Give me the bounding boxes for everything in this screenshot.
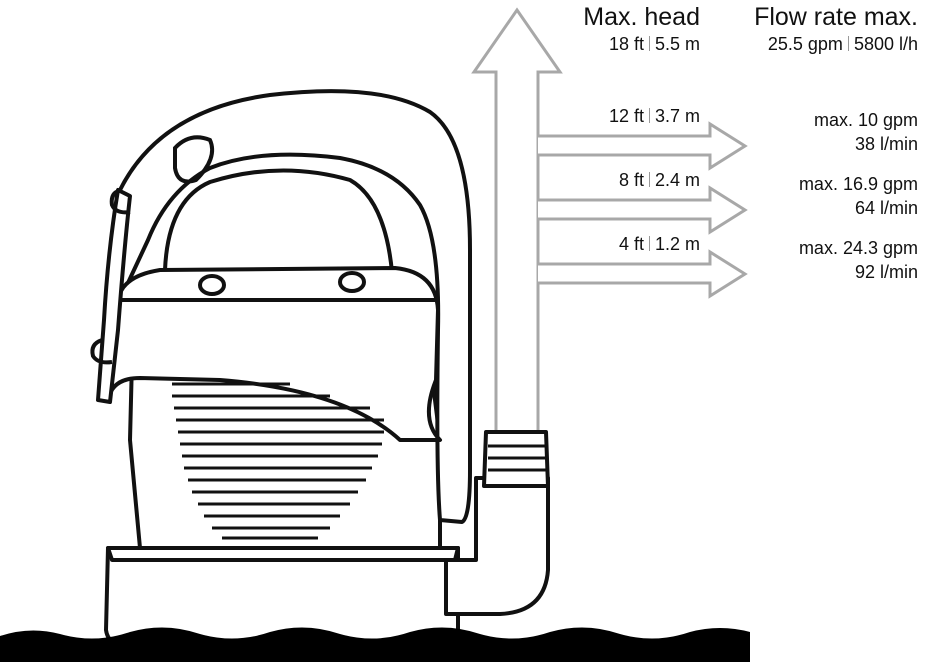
head-m: 2.4 m <box>654 170 700 190</box>
head-label-12ft: 12 ft 3.7 m <box>609 106 700 126</box>
head-m: 3.7 m <box>654 106 700 126</box>
separator <box>648 236 650 251</box>
flow-rate-title: Flow rate max. <box>754 3 918 31</box>
max-head-title: Max. head <box>583 3 700 31</box>
head-m: 1.2 m <box>654 234 700 254</box>
separator <box>648 36 650 51</box>
motor-cap <box>163 168 394 274</box>
head-label-4ft: 4 ft 1.2 m <box>619 234 700 254</box>
top-cover <box>106 266 442 442</box>
flow-lmin-12ft: 38 l/min <box>854 134 918 154</box>
max-head-value: 18 ft 5.5 m <box>609 34 700 54</box>
flow-rate-lh: 5800 l/h <box>853 34 918 54</box>
flow-gpm-4ft: max. 24.3 gpm <box>798 238 918 258</box>
flow-rate-value: 25.5 gpm 5800 l/h <box>768 34 918 54</box>
separator <box>648 172 650 187</box>
hook-upper <box>109 188 131 215</box>
flow-lmin-8ft: 64 l/min <box>854 198 918 218</box>
separator <box>847 36 849 51</box>
hook-lower <box>90 338 113 365</box>
handle-clip <box>96 188 132 404</box>
head-label-8ft: 8 ft 2.4 m <box>619 170 700 190</box>
head-ft: 8 ft <box>618 170 644 190</box>
body-vents <box>172 382 384 540</box>
cover-screw-right <box>338 271 366 293</box>
max-head-arrow <box>471 7 563 430</box>
cover-screw-left <box>198 274 226 296</box>
ground-wave <box>0 627 750 662</box>
pump-handle <box>118 89 472 524</box>
max-head-m: 5.5 m <box>654 34 700 54</box>
head-ft: 4 ft <box>618 234 644 254</box>
outlet-elbow <box>444 476 550 616</box>
max-head-ft: 18 ft <box>608 34 644 54</box>
flow-arrow-8ft <box>538 185 748 235</box>
flow-gpm-12ft: max. 10 gpm <box>813 110 918 130</box>
flow-arrow-4ft <box>538 249 748 299</box>
handle-grip-hole <box>173 135 215 184</box>
flow-arrow-12ft <box>538 121 748 171</box>
flow-lmin-4ft: 92 l/min <box>854 262 918 282</box>
flow-rate-gpm: 25.5 gpm <box>767 34 843 54</box>
connector-ribs <box>488 444 546 472</box>
flow-gpm-8ft: max. 16.9 gpm <box>798 174 918 194</box>
head-ft: 12 ft <box>608 106 644 126</box>
separator <box>648 108 650 123</box>
